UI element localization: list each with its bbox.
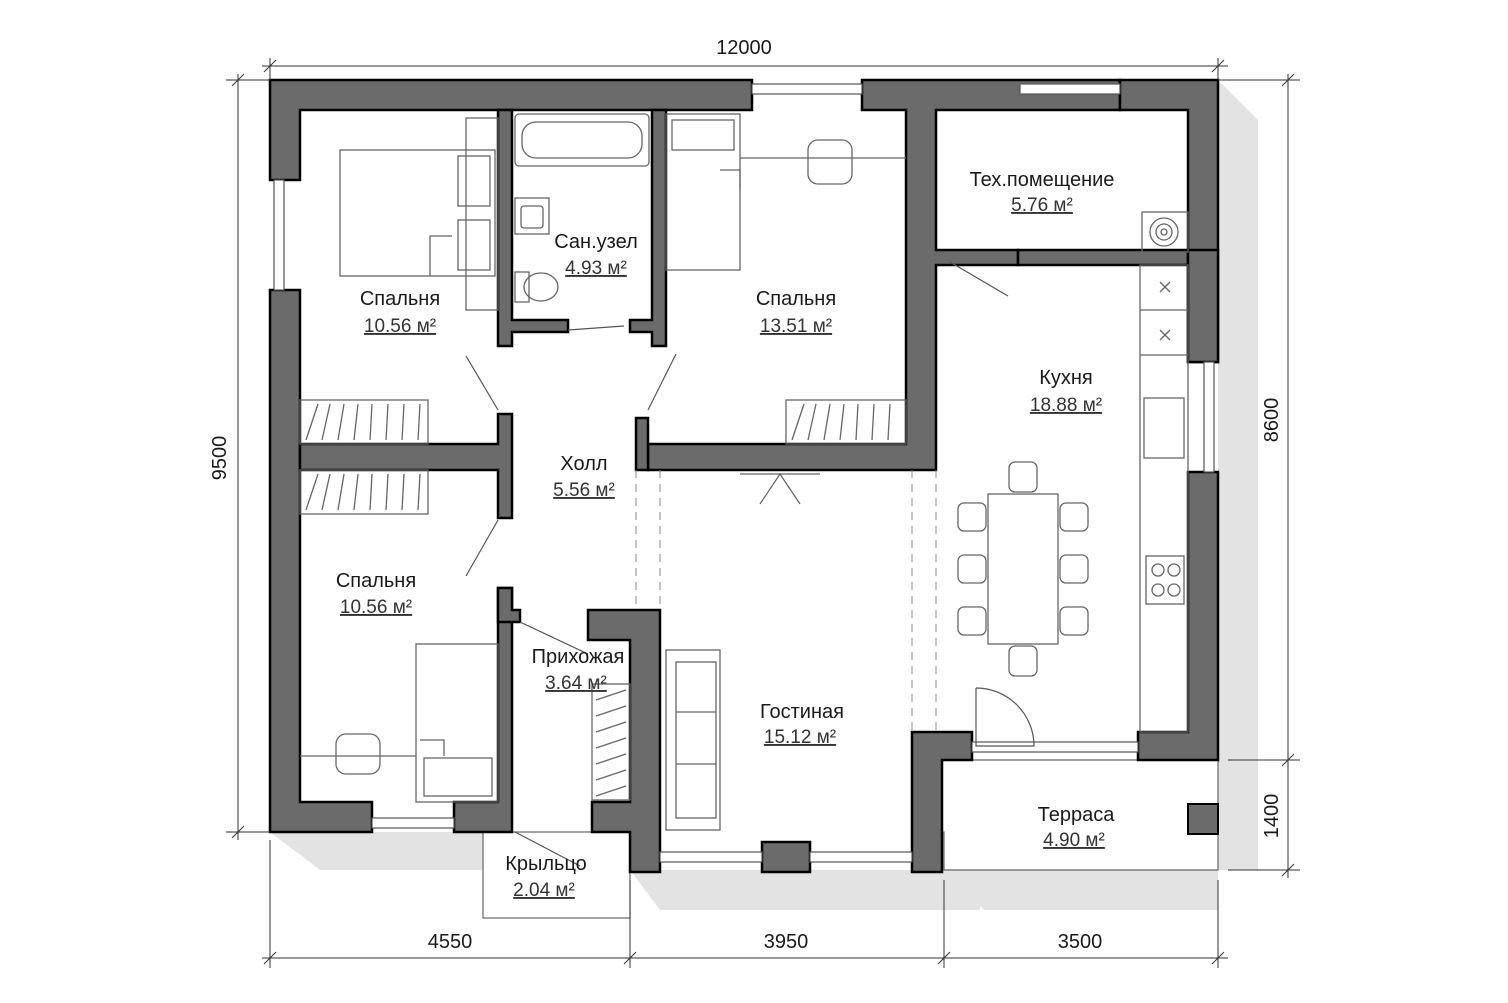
room-name-terrace: Терраса (1038, 804, 1116, 826)
dim-top: 12000 (716, 37, 772, 59)
walls (268, 78, 1220, 874)
chair-icon (957, 461, 1089, 677)
sink-icon (1143, 397, 1185, 459)
room-area-tech-room: 5.76 м² (1011, 195, 1073, 216)
furniture (299, 113, 1219, 835)
room-name-bedroom-top-mid: Спальня (756, 288, 836, 310)
room-name-entrance: Прихожая (532, 646, 625, 668)
porch-outline (482, 831, 631, 919)
room-area-kitchen: 18.88 м² (1030, 395, 1102, 416)
room-area-bedroom-top-mid: 13.51 м² (760, 316, 832, 337)
dimension-labels: 12000 9500 8600 1400 4550 3950 3500 (209, 37, 1283, 953)
chair-icon (807, 139, 853, 185)
zone-separators (635, 470, 937, 732)
room-area-bedroom-bottom-left: 10.56 м² (340, 597, 412, 618)
stove-icon (1145, 555, 1185, 605)
room-name-kitchen: Кухня (1039, 367, 1093, 389)
room-area-entrance: 3.64 м² (545, 673, 607, 694)
room-area-terrace: 4.90 м² (1043, 830, 1105, 851)
dim-left: 9500 (209, 436, 231, 481)
shadow (270, 80, 1258, 910)
dim-bottom-3: 3500 (1058, 931, 1103, 953)
bed-icon (339, 149, 496, 277)
room-name-porch: Крыльцо (505, 853, 587, 875)
sink-icon (514, 197, 550, 235)
bathtub-icon (514, 113, 650, 167)
room-area-bedroom-top-left: 10.56 м² (364, 316, 436, 337)
doors (465, 261, 1035, 867)
toilet-icon (514, 271, 530, 303)
room-name-tech-room: Тех.помещение (970, 169, 1115, 191)
dim-bottom-2: 3950 (764, 931, 809, 953)
bed-icon (415, 643, 499, 803)
chair-icon (335, 733, 381, 775)
dimension-lines (226, 58, 1300, 968)
dim-right-lower: 1400 (1261, 794, 1283, 839)
room-area-bathroom: 4.93 м² (565, 258, 627, 279)
windows (273, 83, 1215, 863)
room-area-porch: 2.04 м² (513, 880, 575, 901)
wardrobe-icon (299, 399, 429, 445)
boiler-icon (1141, 211, 1189, 253)
room-name-hall: Холл (560, 453, 607, 475)
dim-bottom-1: 4550 (428, 931, 473, 953)
dim-right-upper: 8600 (1261, 398, 1283, 443)
wardrobe-icon (299, 469, 429, 515)
room-name-living-room: Гостиная (760, 701, 844, 723)
room-area-hall: 5.56 м² (553, 480, 615, 501)
room-labels: Спальня 10.56 м² Сан.узел 4.93 м² Спальн… (336, 169, 1115, 901)
wardrobe-icon (785, 399, 907, 445)
sofa-icon (665, 649, 721, 831)
kitchen-counter (1139, 264, 1189, 733)
wardrobe-icon (591, 683, 631, 801)
room-name-bathroom: Сан.узел (554, 231, 637, 253)
room-area-living-room: 15.12 м² (764, 727, 836, 748)
room-name-bedroom-top-left: Спальня (360, 288, 440, 310)
room-name-bedroom-bottom-left: Спальня (336, 570, 416, 592)
dining-table-icon (987, 493, 1059, 645)
